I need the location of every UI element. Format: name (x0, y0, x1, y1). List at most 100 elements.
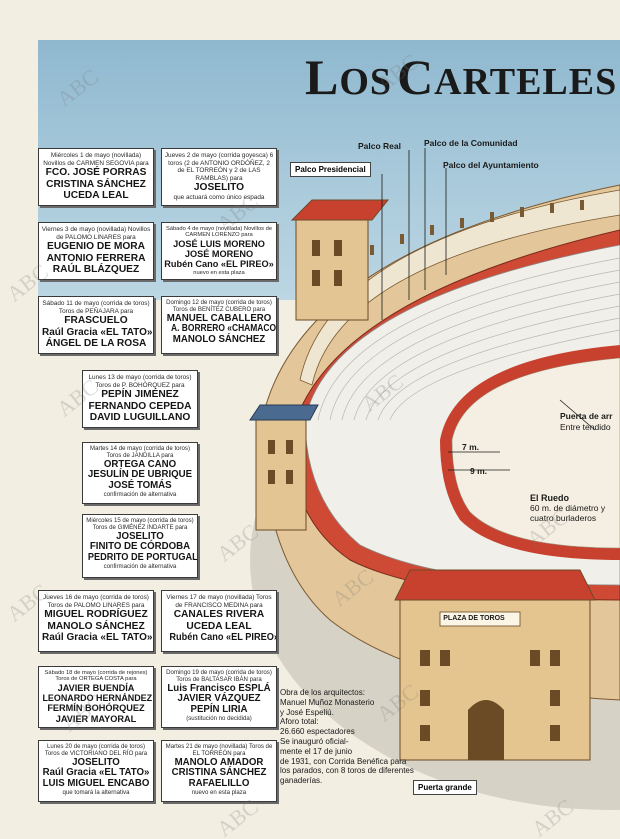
card-header: Jueves 16 de mayo (corrida de toros) Tor… (43, 594, 149, 609)
title-cap-2: C (397, 49, 435, 105)
bullfight-card: Jueves 16 de mayo (corrida de toros) Tor… (38, 590, 154, 652)
card-bullfighter: CRISTINA SÁNCHEZ (171, 767, 267, 779)
card-bullfighter: JOSELITO (116, 530, 164, 542)
label-entre-tendido: Entre tendido (560, 422, 611, 432)
card-bullfighter: MANOLO SÁNCHEZ (47, 620, 145, 632)
card-bullfighter: PEPÍN JIMÉNEZ (101, 389, 179, 401)
card-header: Domingo 12 de mayo (corrida de toros) To… (166, 299, 272, 313)
card-bullfighter: EUGENIO DE MORA (47, 241, 145, 253)
card-bullfighter: JAVIER VÁZQUEZ (177, 693, 261, 705)
label-palco-real: Palco Real (358, 141, 401, 151)
ruedo-description: El Ruedo 60 m. de diámetro y cuatro burl… (530, 493, 605, 523)
card-header: Miércoles 1 de mayo (novillada) Novillos… (43, 152, 149, 167)
card-header: Lunes 20 de mayo (corrida de toros) Toro… (44, 743, 148, 757)
info-line: Manuel Muñoz Monasterio (280, 697, 375, 707)
card-bullfighter: JOSELITO (193, 182, 245, 194)
card-bullfighter: A. BORRERO «CHAMACO» (170, 323, 277, 335)
card-bullfighter: CRISTINA SÁNCHEZ (46, 178, 146, 190)
card-bullfighter: Luis Francisco ESPLÁ (167, 682, 271, 694)
card-bullfighter: FCO. JOSÉ PORRAS (45, 167, 147, 179)
bullfight-card: Viernes 17 de mayo (novillada) Toros de … (161, 590, 277, 652)
ruedo-title: El Ruedo (530, 493, 570, 503)
bullfight-card: Sábado 4 de mayo (novillada) Novillos de… (161, 222, 277, 280)
card-header: Sábado 11 de mayo (corrida de toros) Tor… (42, 300, 150, 315)
card-bullfighter: JOSÉ LUIS MORENO (173, 238, 265, 249)
card-bullfighter: JAVIER BUENDÍA (57, 682, 135, 693)
bullfight-card: Sábado 11 de mayo (corrida de toros) Tor… (38, 296, 154, 354)
bullfight-card: Miércoles 15 de mayo (corrida de toros) … (82, 514, 198, 578)
bullfight-card: Domingo 19 de mayo (corrida de toros) To… (161, 666, 277, 728)
card-bullfighter: FERNANDO CEPEDA (88, 400, 192, 412)
ruedo-line-2: cuatro burladeros (530, 513, 597, 523)
card-header: Sábado 4 de mayo (novillada) Novillos de… (165, 226, 273, 239)
card-header: Viernes 3 de mayo (novillada) Novillos d… (41, 226, 151, 241)
bullfight-card: Martes 21 de mayo (novillada) Toros de E… (161, 740, 277, 802)
card-footer: confirmación de alternativa (103, 491, 177, 499)
pointer-lines (381, 148, 596, 471)
card-header: Miércoles 15 de mayo (corrida de toros) … (86, 517, 194, 531)
card-bullfighter: DAVID LUGUILLANO (89, 412, 191, 423)
card-bullfighter: FRASCUELO (64, 315, 128, 327)
bullfight-card: Lunes 20 de mayo (corrida de toros) Toro… (38, 740, 154, 802)
card-bullfighter: Raúl Gracia «EL TATO» (41, 326, 153, 338)
card-header: Martes 14 de mayo (corrida de toros) Tor… (90, 445, 190, 459)
card-bullfighter: PEPÍN LIRIA (190, 704, 248, 716)
info-line: de 1931, con Corrida Benéfica para (280, 756, 407, 766)
info-line: mente el 17 de junio (280, 746, 353, 756)
bullfight-card: Viernes 3 de mayo (novillada) Novillos d… (38, 222, 154, 280)
plaza-de-toros-sign: PLAZA DE TOROS (443, 615, 505, 622)
info-line: Aforo total: (280, 717, 319, 727)
card-header: Martes 21 de mayo (novillada) Toros de E… (165, 743, 273, 757)
card-bullfighter: CANALES RIVERA (173, 609, 265, 621)
bullfight-card: Miércoles 1 de mayo (novillada) Novillos… (38, 148, 154, 206)
label-9m: 9 m. (470, 466, 488, 476)
bullfight-card: Sábado 18 de mayo (corrida de rejones) T… (38, 666, 154, 728)
card-bullfighter: JESULÍN DE UBRIQUE (87, 469, 193, 481)
info-line: Se inauguró oficial- (280, 736, 349, 746)
card-bullfighter: JOSELITO (72, 756, 120, 768)
card-footer: que tomará la alternativa (62, 789, 130, 797)
title-cap-1: L (305, 49, 340, 105)
construction-info: Obra de los arquitectos:Manuel Muñoz Mon… (280, 688, 450, 786)
label-palco-presidencial: Palco Presidencial (290, 162, 371, 177)
label-palco-ayuntamiento: Palco del Ayuntamiento (443, 160, 539, 170)
info-line: ganaderías. (280, 776, 323, 786)
card-bullfighter: ANTONIO FERRERA (46, 252, 146, 264)
card-bullfighter: LEONARDO HERNÁNDEZ (42, 693, 153, 704)
card-bullfighter: UCEDA LEAL (63, 190, 129, 201)
card-bullfighter: ORTEGA CANO (103, 458, 177, 470)
mid-tower (249, 404, 319, 531)
card-footer: (sustitución no decidida) (186, 715, 252, 723)
card-header: Lunes 13 de mayo (corrida de toros) Toro… (88, 374, 192, 389)
card-bullfighter: RAÚL BLÁZQUEZ (52, 264, 140, 275)
card-bullfighter: LUIS MIGUEL ENCABO (42, 778, 150, 790)
ruedo-line-1: 60 m. de diámetro y (530, 503, 606, 513)
info-line: 26.660 espectadores (280, 727, 355, 737)
info-line: los parados, con 8 toros de diferentes (280, 766, 414, 776)
ruedo-sand (451, 357, 620, 549)
card-bullfighter: MANUEL CABALLERO (166, 312, 272, 324)
stand-rows (317, 257, 620, 421)
card-bullfighter: RAFAELILLO (188, 778, 250, 790)
title-rest-1: OS (339, 61, 393, 103)
card-bullfighter: MANOLO SÁNCHEZ (172, 334, 266, 346)
card-bullfighter: MIGUEL RODRÍGUEZ (44, 609, 148, 621)
card-footer: que actuará como único espada (173, 193, 265, 201)
card-bullfighter: FINITO DE CÓRDOBA (89, 541, 191, 553)
card-bullfighter: Rubén Cano «EL PIREO» (169, 632, 277, 643)
card-bullfighter: JOSÉ TOMÁS (108, 480, 172, 492)
card-bullfighter: JAVIER MAYORAL (55, 713, 137, 724)
card-bullfighter: UCEDA LEAL (186, 620, 252, 632)
card-bullfighter: Raúl Gracia «EL TATO» (41, 632, 153, 643)
card-header: Domingo 19 de mayo (corrida de toros) To… (166, 669, 272, 683)
bullfight-card: Jueves 2 de mayo (corrida goyesca) 6 tor… (161, 148, 277, 206)
bullfight-card: Lunes 13 de mayo (corrida de toros) Toro… (82, 370, 198, 428)
left-tower (290, 199, 390, 321)
label-7m: 7 m. (462, 442, 480, 452)
bullfight-card: Domingo 12 de mayo (corrida de toros) To… (161, 296, 277, 354)
card-bullfighter: MANOLO AMADOR (174, 756, 264, 768)
entrance-building (394, 569, 596, 761)
card-footer: confirmación de alternativa (103, 563, 177, 571)
